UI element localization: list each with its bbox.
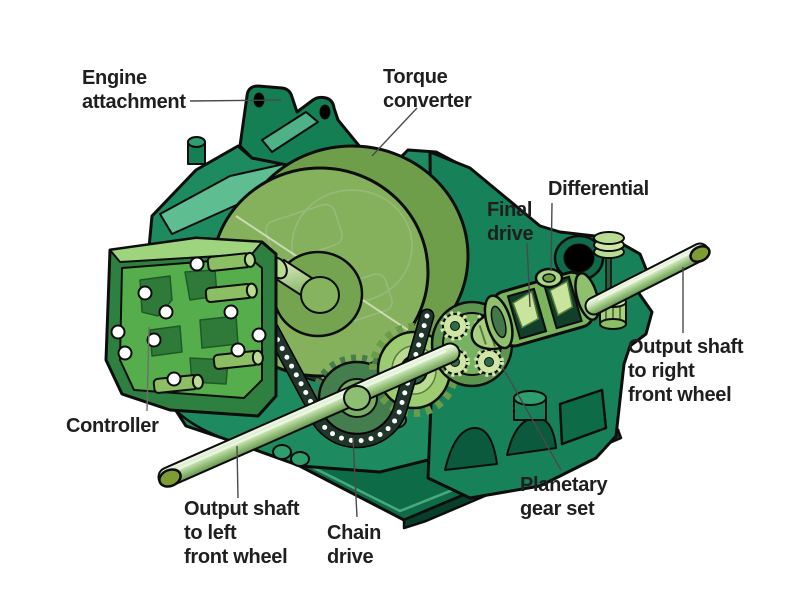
shaft-tip — [158, 468, 182, 488]
output-shaft-right-part — [584, 242, 711, 316]
controller-part — [104, 236, 278, 418]
housing-boss-cylinder — [187, 136, 206, 165]
leader-final-drive — [526, 242, 531, 308]
leader-output-shaft-left — [236, 445, 239, 499]
label-output-shaft-left: Output shaft to left front wheel — [184, 498, 300, 568]
output-shaft-left-part — [157, 342, 461, 488]
label-final-drive: Final drive — [487, 199, 534, 245]
leader-controller — [146, 326, 150, 412]
label-planetary-gear-set: Planetary gear set — [520, 474, 608, 520]
leader-lines — [146, 99, 684, 518]
label-output-shaft-right: Output shaft to right front wheel — [628, 336, 744, 406]
bolt-holes — [110, 256, 267, 387]
label-controller: Controller — [66, 415, 159, 437]
label-torque-converter: Torque converter — [383, 66, 472, 112]
bolt-hole — [319, 104, 331, 120]
label-chain-drive: Chain drive — [327, 522, 382, 568]
differential-part — [483, 267, 601, 350]
solenoid-cylinders — [152, 251, 264, 394]
leader-chain-drive — [352, 437, 358, 518]
label-engine-attachment: Engine attachment — [82, 67, 186, 113]
leader-planetary-gear-set — [502, 367, 562, 471]
sprocket-hub — [343, 385, 371, 411]
leader-engine-attachment — [189, 99, 282, 102]
leader-torque-converter — [371, 107, 418, 157]
shaft-tip — [689, 245, 711, 263]
label-differential: Differential — [548, 178, 649, 200]
axle-bore-hole — [563, 243, 595, 273]
leader-differential — [550, 202, 553, 272]
